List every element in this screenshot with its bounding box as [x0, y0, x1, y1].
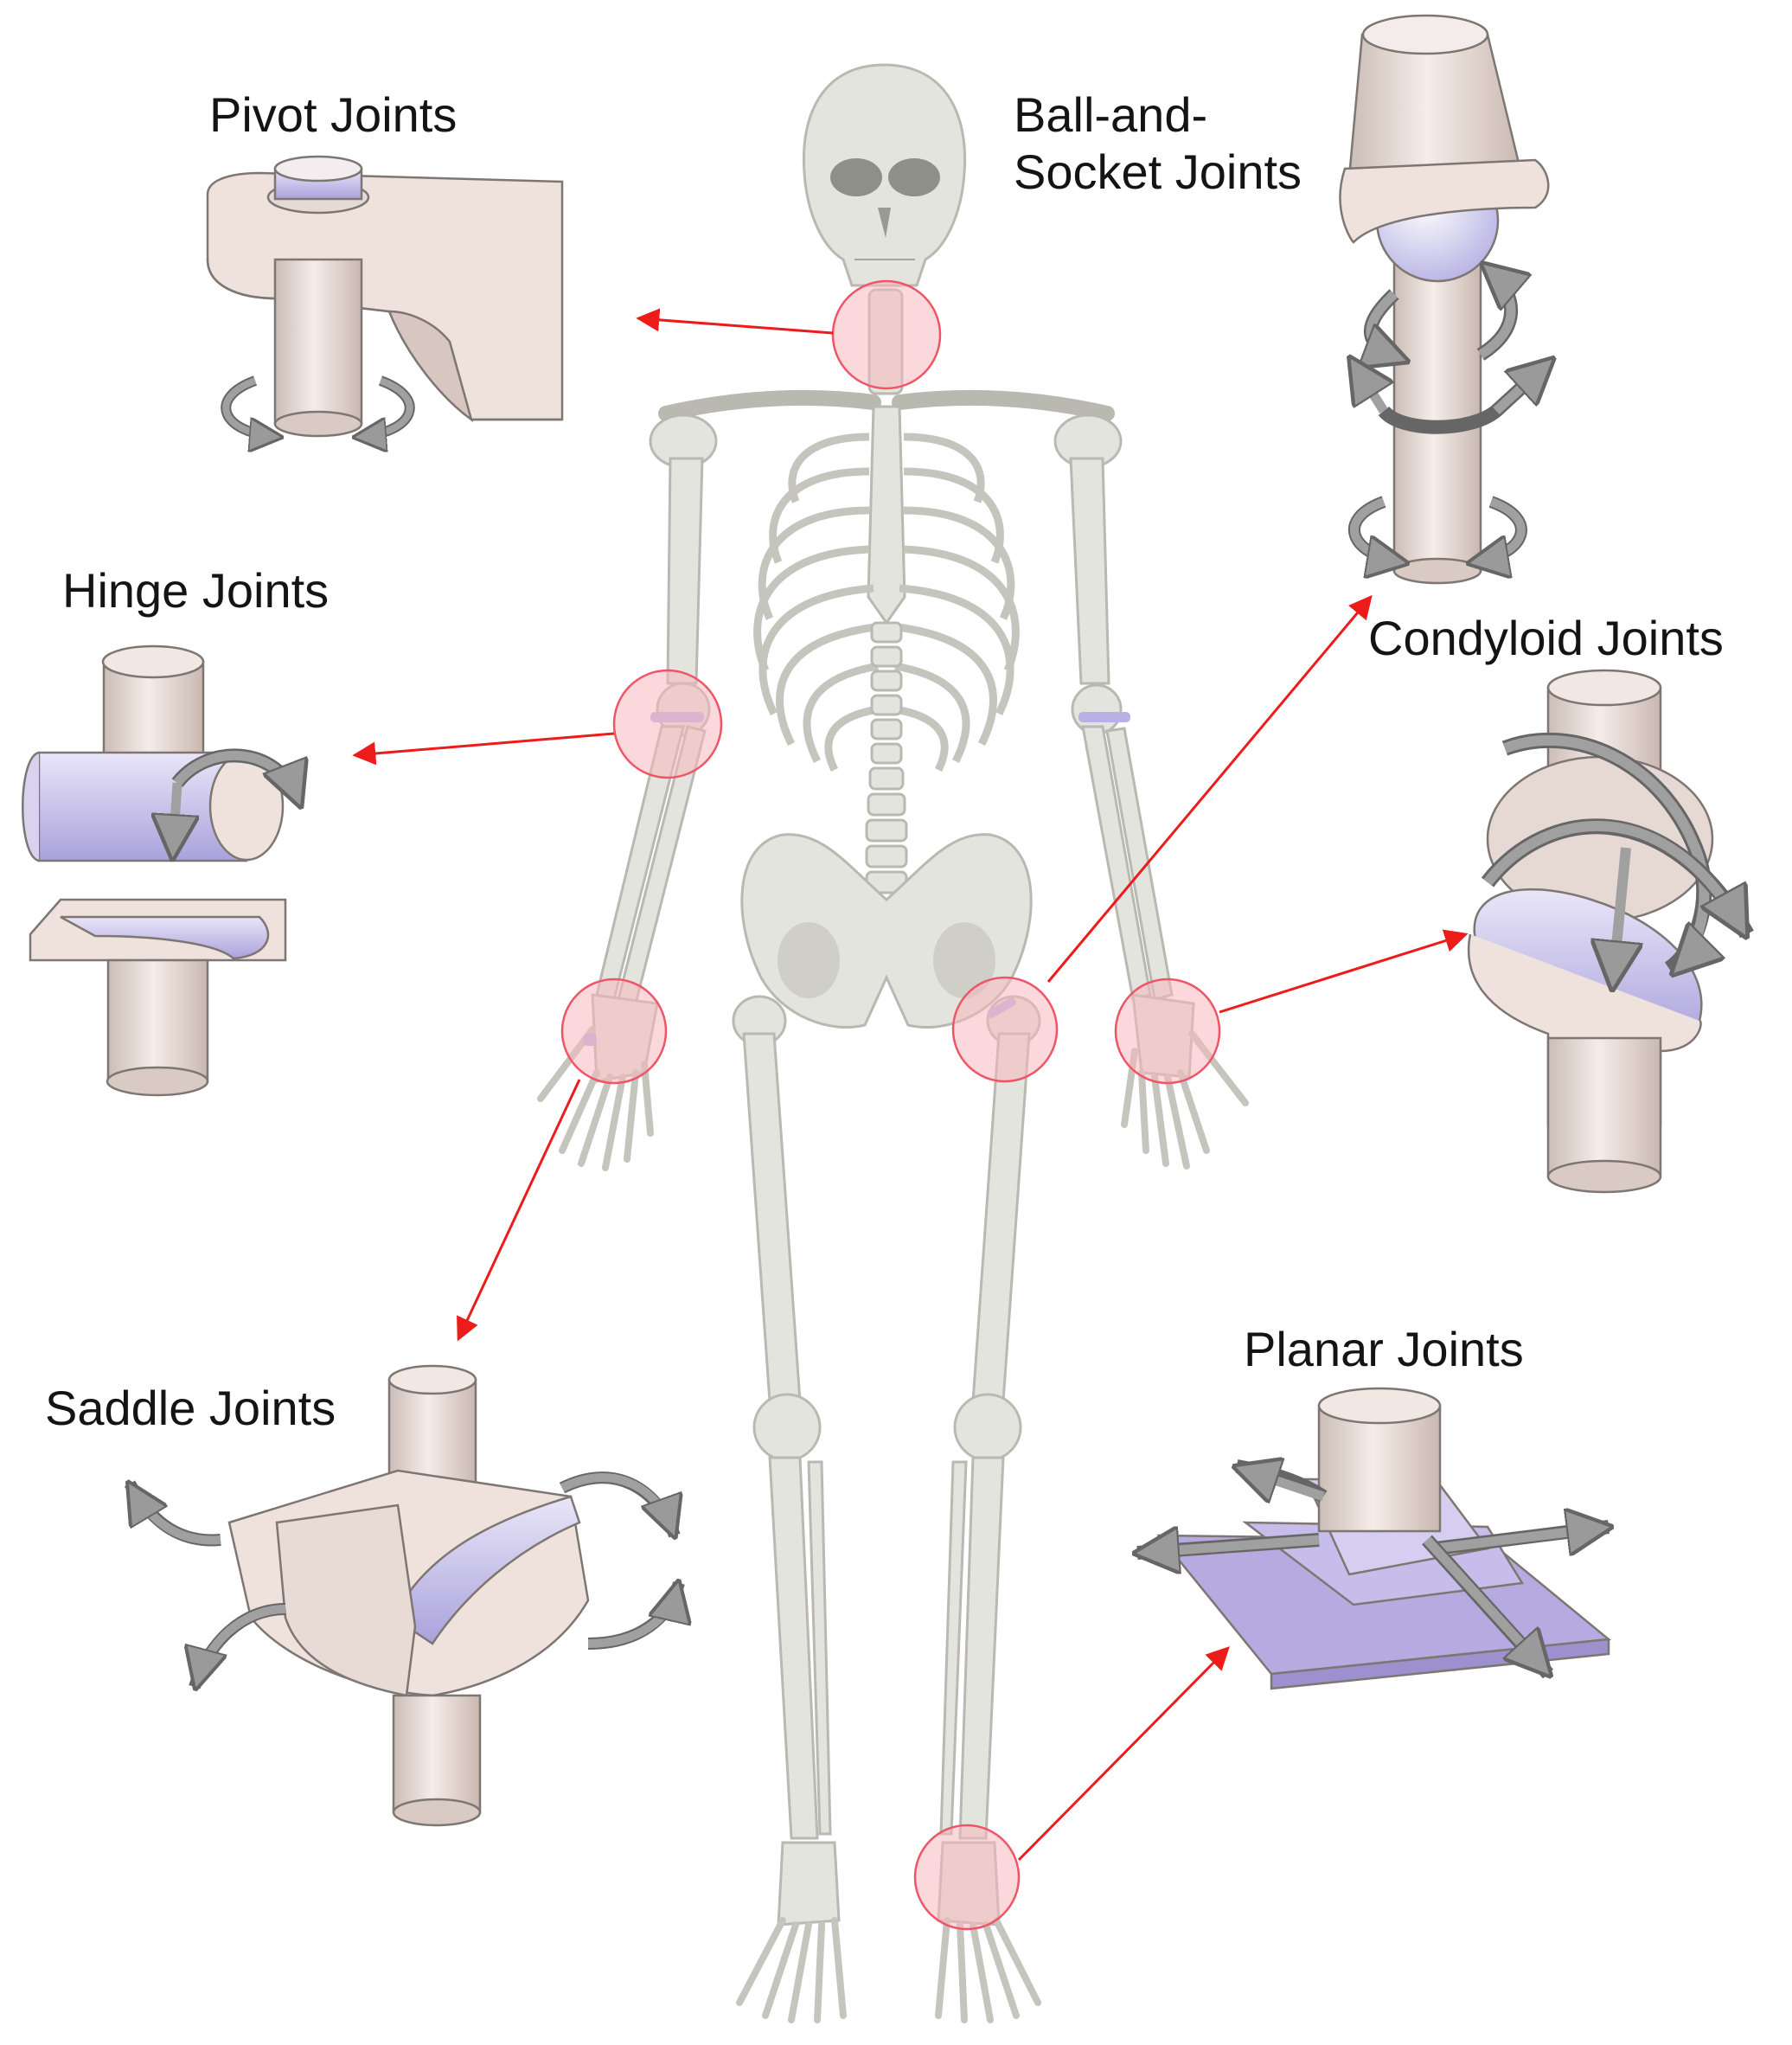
saddle-joint-model-icon: [124, 1364, 679, 1827]
left-wrist-joint-highlight: [560, 978, 668, 1085]
pivot-joints-label: Pivot Joints: [209, 87, 458, 142]
ankle-joint-highlight: [913, 1824, 1021, 1931]
ball-socket-joints-label: Ball-and- Socket Joints: [1014, 87, 1302, 201]
arrow-to-saddle: [457, 1079, 581, 1342]
planar-joints-label: Planar Joints: [1244, 1322, 1524, 1376]
arrow-to-planar: [1017, 1646, 1230, 1862]
skeleton-icon: [537, 63, 1249, 2023]
saddle-joints-label: Saddle Joints: [45, 1381, 336, 1435]
condyloid-joint-model-icon: [1467, 669, 1754, 1194]
arrow-to-ball-socket: [1046, 594, 1373, 983]
condyloid-joints-label: Condyloid Joints: [1368, 611, 1724, 665]
hinge-joint-model-icon: [22, 644, 298, 1097]
ball-socket-joint-model-icon: [1339, 14, 1549, 585]
arrow-to-hinge: [352, 732, 615, 766]
hip-joint-highlight: [951, 976, 1059, 1083]
pointer-arrows: [352, 308, 1469, 1862]
hinge-joints-label: Hinge Joints: [62, 563, 330, 618]
ball-socket-label-line1: Ball-and-: [1014, 87, 1208, 142]
elbow-joint-highlight: [612, 669, 723, 779]
arrow-to-condyloid: [1219, 929, 1469, 1014]
pivot-joint-model-icon: [206, 155, 564, 437]
joint-highlights: [560, 279, 1221, 1931]
neck-joint-highlight: [831, 279, 942, 390]
ball-socket-label-line2: Socket Joints: [1014, 144, 1302, 199]
arrow-to-pivot: [636, 308, 834, 335]
planar-joint-model-icon: [1137, 1387, 1609, 1690]
right-wrist-joint-highlight: [1114, 978, 1221, 1085]
